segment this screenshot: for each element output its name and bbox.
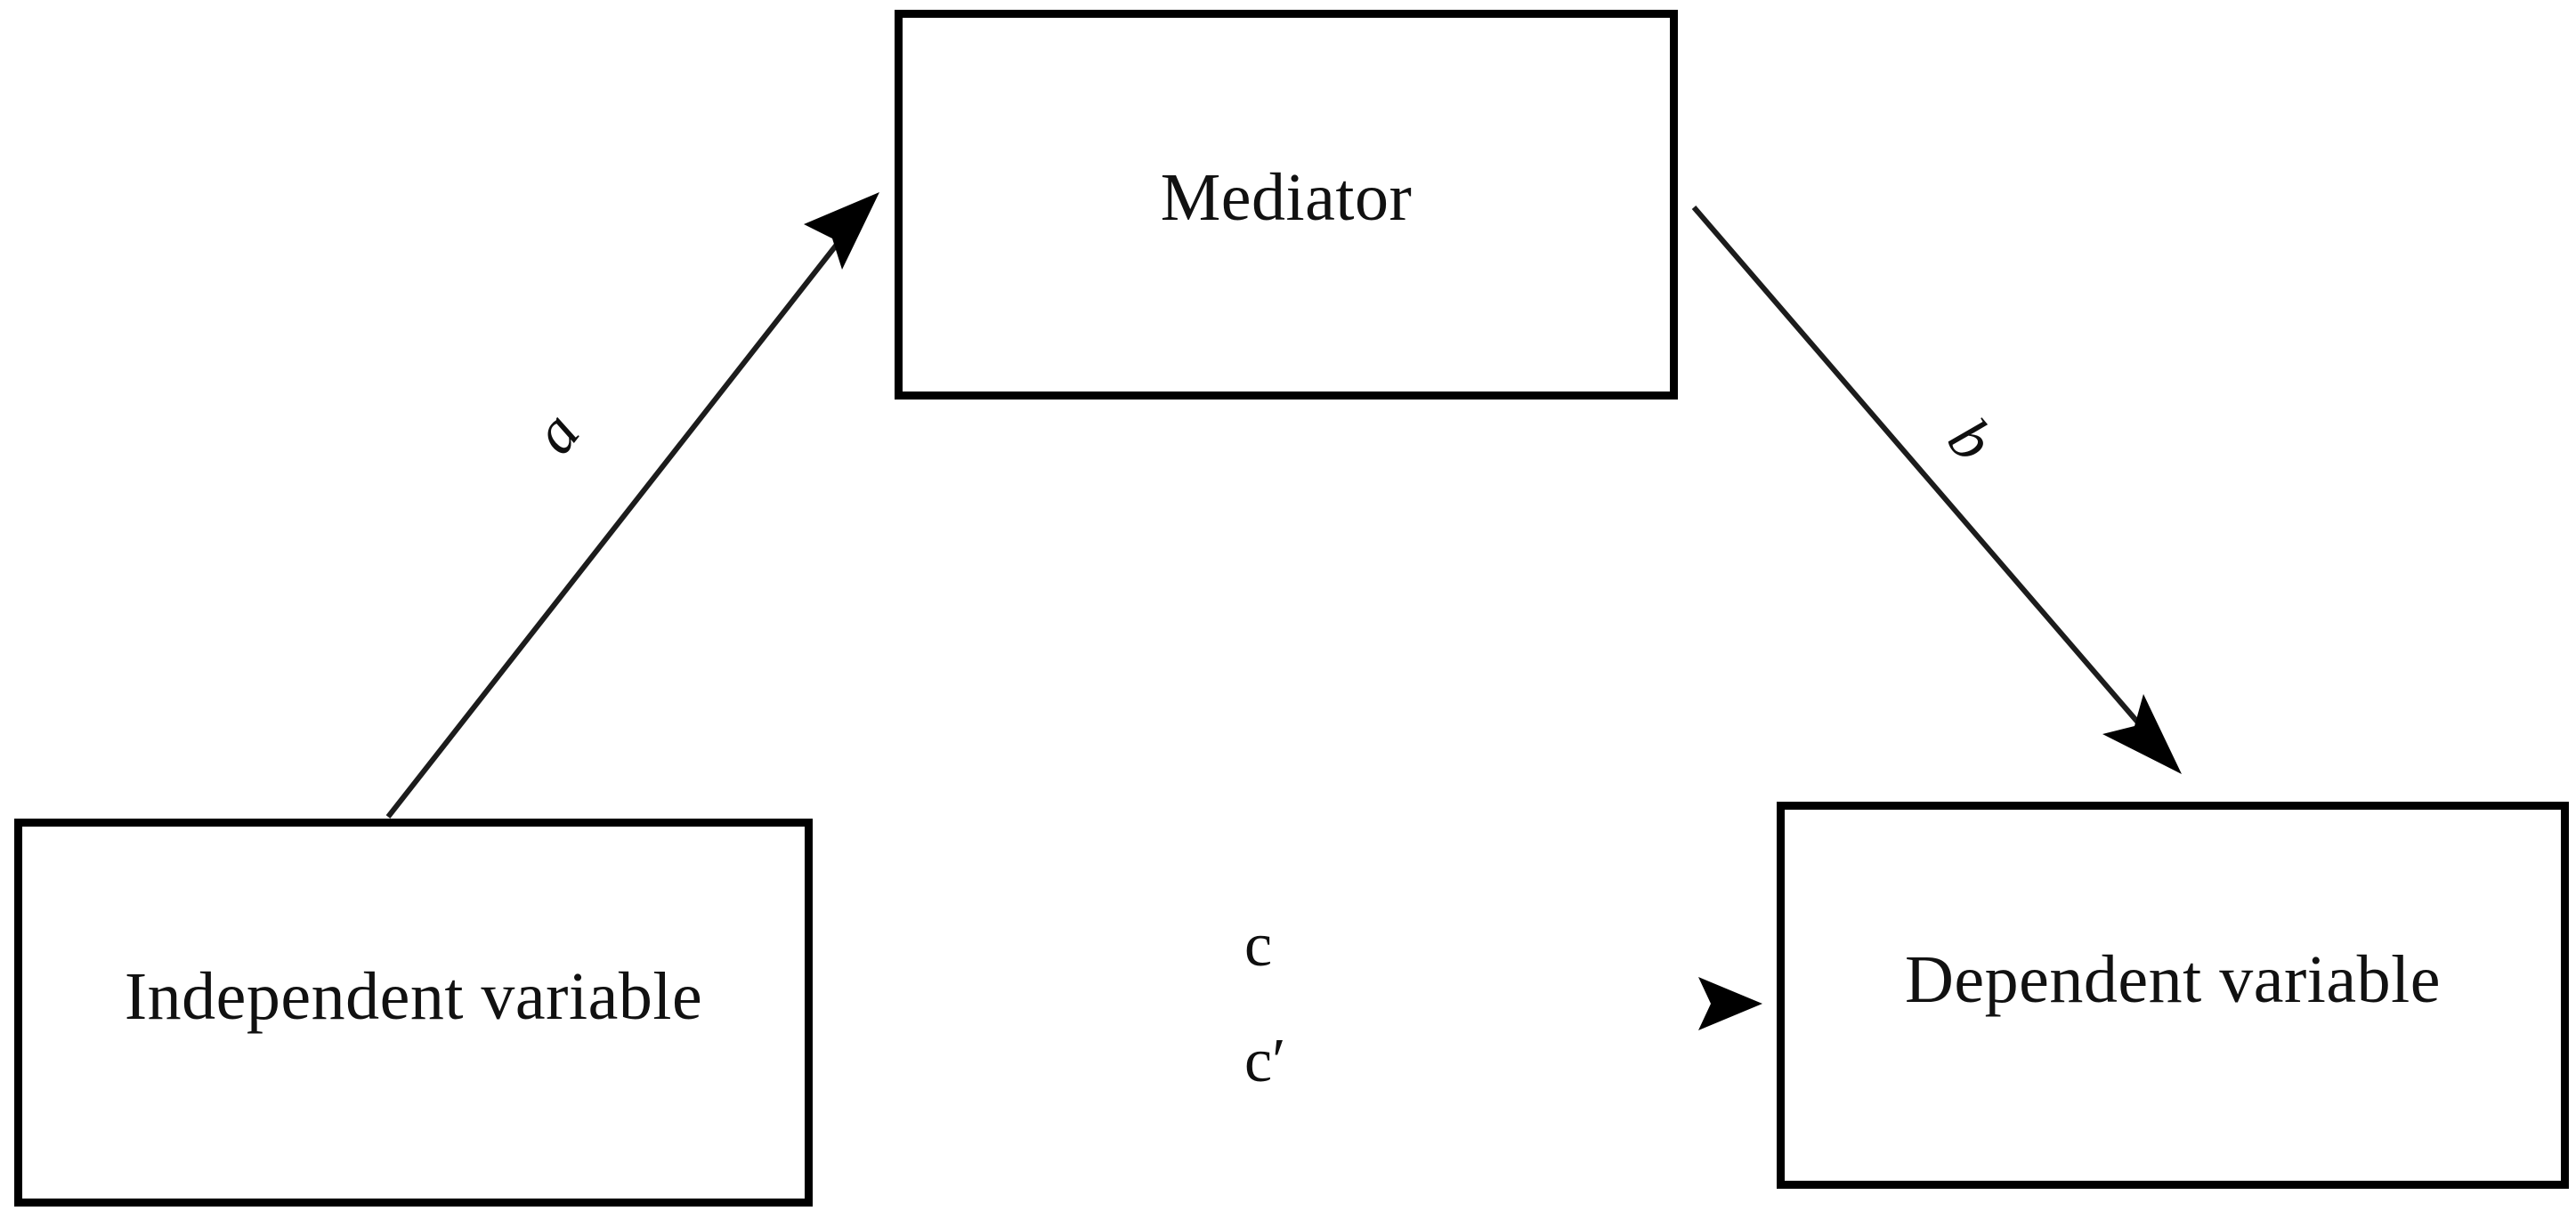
edge-b (1691, 206, 2182, 774)
edge-a (385, 192, 879, 819)
edge-label-c: c (1244, 911, 1273, 980)
edge-b-line (1691, 206, 2151, 737)
edge-label-c-prime: c′ (1244, 1027, 1286, 1095)
edge-c-arrowhead (1698, 977, 1762, 1030)
node-mediator[interactable]: Mediator (895, 10, 1678, 400)
edge-a-line (385, 231, 848, 819)
node-independent-variable-label: Independent variable (124, 959, 703, 1034)
node-dependent-variable[interactable]: Dependent variable (1777, 802, 2569, 1189)
edge-label-b: b (1934, 406, 2007, 474)
edge-c (817, 977, 1762, 1030)
node-independent-variable[interactable]: Independent variable (14, 819, 813, 1207)
edge-a-arrowhead (804, 192, 879, 270)
node-mediator-label: Mediator (1160, 160, 1413, 235)
node-dependent-variable-label: Dependent variable (1905, 941, 2441, 1017)
edge-b-arrowhead (2102, 694, 2182, 774)
edge-label-a: a (519, 400, 594, 467)
